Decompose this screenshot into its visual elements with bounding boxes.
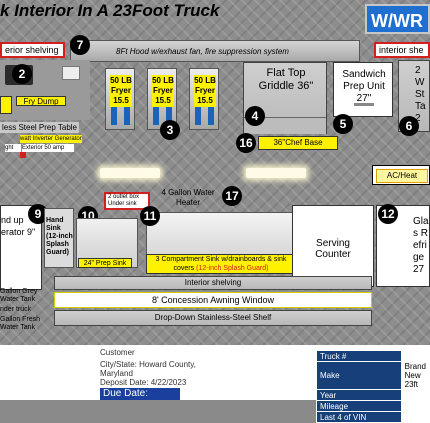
- customer-label: Customer: [100, 348, 135, 357]
- marker-7: 7: [70, 35, 90, 55]
- outlet-box-label: 2 outlet box Under sink: [104, 192, 150, 210]
- marker-9: 9: [28, 204, 48, 224]
- deposit-date-label: Deposit Date: 4/22/2023: [100, 378, 187, 387]
- hand-sink: Hand Sink (12-inch Splash Guard): [44, 208, 74, 268]
- power-tag: [20, 152, 26, 158]
- griddle-label: Flat Top Griddle 36": [258, 67, 314, 92]
- hand-sink-label: Hand Sink (12-inch Splash Guard): [46, 217, 73, 256]
- marker-11: 11: [140, 206, 160, 226]
- fryer-2-label: 50 LB Fryer 15.5: [152, 75, 174, 107]
- ceiling-light-1: [100, 168, 160, 178]
- exhaust-hood: 8Ft Hood w/exhaust fan, fire suppression…: [70, 40, 360, 62]
- exterior-amp-label: Exterior 50 amp: [22, 144, 74, 152]
- splash-guard-label: (12-inch Splash Guard): [196, 265, 269, 272]
- interior-shelving-left-label: erior shelving: [0, 42, 65, 58]
- fryer-3: 50 LB Fryer 15.5: [189, 68, 219, 130]
- prep-sink-label: 24" Prep Sink: [78, 258, 132, 268]
- marker-16: 16: [236, 133, 256, 153]
- awning-label: 8' Concession Awning Window: [151, 295, 275, 305]
- prep-table-label: less Steel Prep Table: [0, 122, 80, 133]
- serving-counter: Serving Counter: [292, 205, 374, 287]
- interior-shelving-right-label: interior she: [374, 42, 430, 58]
- ac-unit: AC/Heat: [372, 165, 430, 185]
- dropdown-shelf-label: Drop-Down Stainless-Steel Shelf: [154, 313, 272, 322]
- serving-counter-label: Serving Counter: [315, 238, 351, 260]
- interior-shelving-bottom-label: Interior shelving: [184, 278, 242, 287]
- marker-5: 5: [333, 114, 353, 134]
- due-date-label: Due Date:: [100, 388, 180, 400]
- marker-4: 4: [245, 106, 265, 126]
- marker-6: 6: [399, 116, 419, 136]
- water-heater-label: 4 Gallon Water Heater: [161, 188, 215, 207]
- ceiling-light-2: [246, 168, 306, 178]
- table-row: Mileage: [316, 400, 430, 412]
- fryer-1: 50 LB Fryer 15.5: [105, 68, 135, 130]
- fryer-3-label: 50 LB Fryer 15.5: [194, 75, 216, 107]
- city-state-label: City/State: Howard County, Maryland: [100, 360, 196, 378]
- awning-window: 8' Concession Awning Window: [54, 292, 372, 308]
- fryer-1-label: 50 LB Fryer 15.5: [110, 75, 132, 107]
- company-logo: W/WR: [365, 4, 430, 34]
- chef-base-label: 36"Chef Base: [258, 136, 338, 150]
- grey-tank-label: Gallon Grey Water Tank: [0, 288, 38, 303]
- page-title: k Interior In A 23Foot Truck: [0, 1, 220, 20]
- ac-heat-label: AC/Heat: [376, 169, 428, 183]
- sandwich-prep-unit: Sandwich Prep Unit 27": [333, 62, 393, 117]
- fry-dump-label: Fry Dump: [16, 96, 66, 106]
- table-row: Truck #: [316, 350, 430, 362]
- marker-2: 2: [12, 64, 32, 84]
- fryer-2: 50 LB Fryer 15.5: [147, 68, 177, 130]
- inverter-label: watt Inverter Generator: [20, 135, 82, 143]
- sandwich-label: Sandwich Prep Unit 27": [342, 69, 386, 104]
- marker-12: 12: [378, 204, 398, 224]
- table-row: Last 4 of VIN: [316, 411, 430, 423]
- yellow-tag-left: [0, 96, 12, 114]
- comp-sink-label: 3 Compartment Sink w/drainboards & sink …: [146, 254, 296, 274]
- hood-label: 8Ft Hood w/exhaust fan, fire suppression…: [116, 47, 289, 56]
- standup-ref-label: nd up erator 9": [1, 215, 36, 237]
- glass-ref-label: Glas Refrige 27: [413, 216, 429, 275]
- under-truck-label: nder truck: [0, 306, 32, 313]
- fresh-tank-label: Gallon Fresh Water Tank: [0, 316, 41, 331]
- marker-3: 3: [160, 120, 180, 140]
- marker-17: 17: [222, 186, 242, 206]
- interior-shelving-bottom: Interior shelving: [54, 276, 372, 290]
- ght-label: ght: [5, 144, 21, 152]
- dropdown-shelf: Drop-Down Stainless-Steel Shelf: [54, 310, 372, 326]
- stove-label: 2 W St Ta 2: [415, 65, 426, 124]
- flat-top-griddle: Flat Top Griddle 36": [243, 62, 327, 134]
- table-row: Year: [316, 389, 430, 401]
- outlet-icon: [62, 66, 80, 80]
